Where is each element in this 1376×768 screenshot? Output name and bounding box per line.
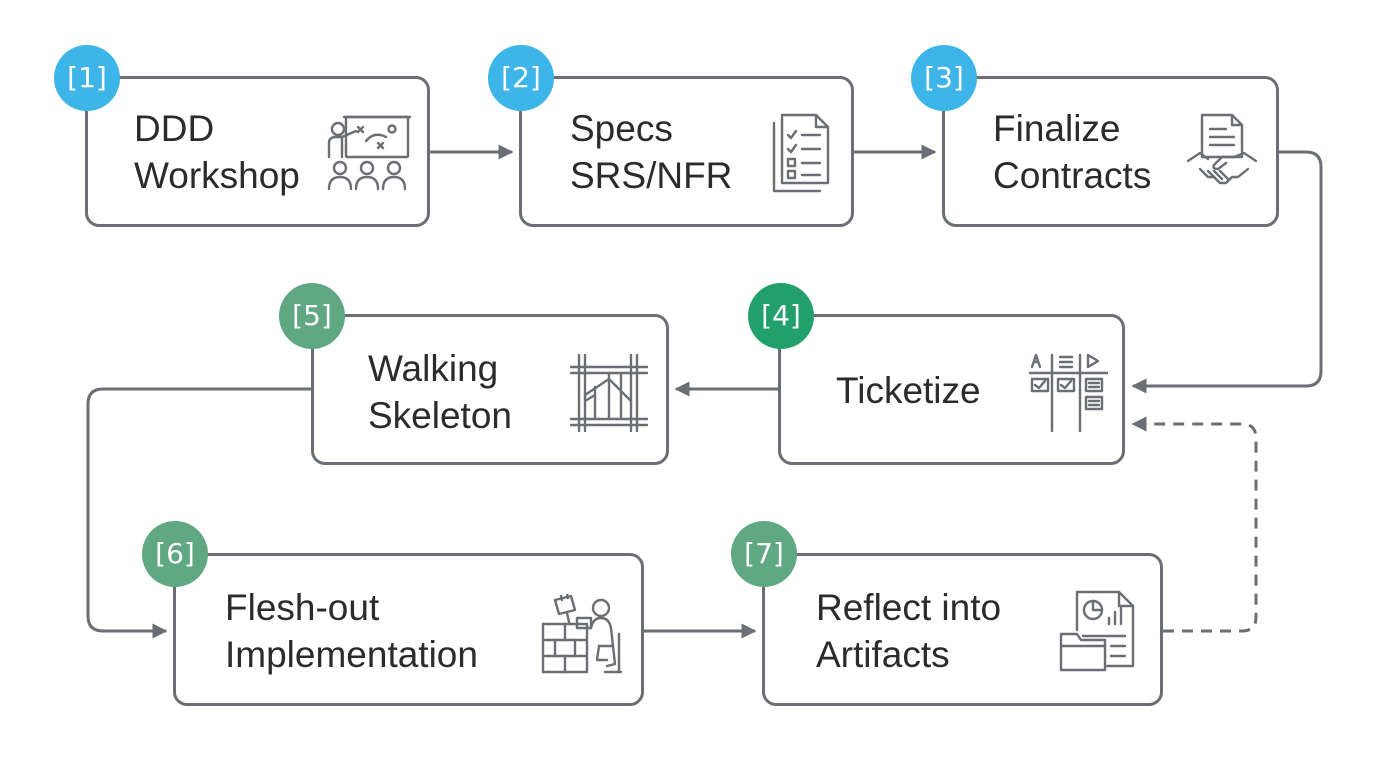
arrow-3-to-4 [1131, 150, 1323, 394]
step-label-line-1: Finalize [993, 108, 1121, 149]
step-number-badge: [4] [748, 283, 814, 349]
step-number-badge: [2] [488, 45, 554, 111]
step-number-badge: [1] [54, 45, 120, 111]
step-label-line-2: Skeleton [368, 395, 512, 436]
step-label-line-1: DDD [134, 108, 215, 149]
step-number-badge: [5] [279, 283, 345, 349]
step-label-line-2: Workshop [134, 155, 300, 196]
step-label: Finalize Contracts [993, 105, 1151, 199]
step-walking-skeleton: Walking Skeleton [311, 314, 669, 465]
step-label-line-1: Flesh-out [225, 587, 380, 628]
scaffold-frame-icon [569, 351, 649, 435]
report-folder-icon [1057, 590, 1137, 674]
step-ddd-workshop: DDD Workshop [85, 76, 430, 227]
arrow-7-to-4-dashed [1131, 416, 1258, 633]
workshop-presentation-icon [326, 113, 412, 193]
step-label: DDD Workshop [134, 105, 300, 199]
step-number-badge: [3] [911, 45, 977, 111]
step-label-line-2: SRS/NFR [570, 155, 733, 196]
step-label-line-1: Reflect into [816, 587, 1002, 628]
step-ticketize: Ticketize [778, 314, 1125, 465]
step-label: Reflect into Artifacts [816, 584, 1001, 678]
checklist-documents-icon [770, 113, 834, 193]
contract-handshake-icon [1186, 113, 1258, 193]
step-label-line-2: Implementation [225, 634, 478, 675]
step-label: Specs SRS/NFR [570, 105, 732, 199]
step-label: Walking Skeleton [368, 345, 512, 439]
step-label-line-1: Specs [570, 108, 673, 149]
step-finalize-contracts: Finalize Contracts [942, 76, 1279, 227]
kanban-board-icon [1028, 353, 1108, 433]
step-number-badge: [6] [142, 521, 208, 587]
step-label: Ticketize [836, 367, 981, 414]
step-label-line-2: Contracts [993, 155, 1152, 196]
step-flesh-out-implementation: Flesh-out Implementation [173, 553, 644, 706]
step-label: Flesh-out Implementation [225, 584, 478, 678]
developer-desk-icon [541, 594, 623, 674]
step-label-line-2: Artifacts [816, 634, 950, 675]
step-label-line-1: Ticketize [836, 370, 981, 411]
step-reflect-into-artifacts: Reflect into Artifacts [762, 553, 1163, 706]
arrow-5-to-6 [86, 387, 311, 639]
step-specs-srs-nfr: Specs SRS/NFR [519, 76, 854, 227]
step-number-badge: [7] [731, 521, 797, 587]
step-label-line-1: Walking [368, 348, 499, 389]
